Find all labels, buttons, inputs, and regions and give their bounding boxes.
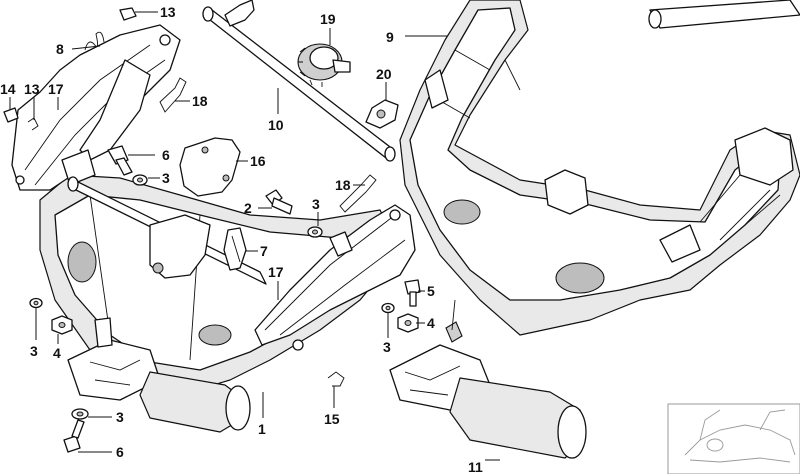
callout-4-right: 4 <box>427 315 435 331</box>
callout-7: 7 <box>260 243 268 259</box>
gear-part-19 <box>297 43 351 87</box>
hinge-arm-left <box>11 24 181 191</box>
pin-part-18b <box>339 174 377 213</box>
motor-left <box>67 317 251 433</box>
callout-18-top: 18 <box>192 93 208 109</box>
washer-part-3d <box>29 297 43 309</box>
cover-part-16 <box>179 137 241 197</box>
washer-part-3e <box>71 408 89 420</box>
callout-18-center: 18 <box>335 177 351 193</box>
callout-13-left: 13 <box>24 81 40 97</box>
motor-part-11 <box>389 299 587 459</box>
clip-part-13b <box>27 117 39 131</box>
callout-15: 15 <box>324 411 340 427</box>
rod-part-10 <box>202 6 396 162</box>
callout-17-right: 17 <box>268 264 284 280</box>
washer-part-3b <box>307 226 323 238</box>
callout-13-top: 13 <box>160 4 176 20</box>
callout-3-right: 3 <box>383 339 391 355</box>
callout-19: 19 <box>320 11 336 27</box>
callout-16: 16 <box>250 153 266 169</box>
callout-3-left: 3 <box>30 343 38 359</box>
bolt-part-2 <box>265 189 293 215</box>
pin-part-14 <box>3 107 19 123</box>
callout-3-bottom: 3 <box>116 409 124 425</box>
clip-part-15 <box>327 371 345 387</box>
frame-part-9 <box>399 0 800 336</box>
nut-part-4a <box>397 313 419 333</box>
bolt-part-5 <box>404 279 421 307</box>
callout-3-center: 3 <box>312 196 320 212</box>
callout-10: 10 <box>268 117 284 133</box>
bolt-part-6b <box>63 419 85 453</box>
washer-part-3a <box>132 174 148 186</box>
callout-2: 2 <box>244 200 252 216</box>
callout-8: 8 <box>56 41 64 57</box>
callout-14: 14 <box>0 81 16 97</box>
spring-part-8 <box>84 31 105 51</box>
callout-labels: 13 8 19 9 14 13 17 20 18 10 6 16 3 18 2 … <box>0 4 483 474</box>
callout-6-bottom: 6 <box>116 444 124 460</box>
clip-part-13a <box>119 7 137 21</box>
callout-4-left: 4 <box>53 345 61 361</box>
inset-thumbnail <box>667 403 800 474</box>
callout-9: 9 <box>386 29 394 45</box>
callout-5: 5 <box>427 283 435 299</box>
washer-part-3c <box>381 302 395 314</box>
pin-part-18a <box>159 77 187 113</box>
callout-6-top: 6 <box>162 147 170 163</box>
crossbar <box>67 176 267 285</box>
hook-part <box>224 0 255 27</box>
callout-3-upper: 3 <box>162 170 170 186</box>
bracket-part-20 <box>365 99 399 129</box>
callout-20: 20 <box>376 66 392 82</box>
bolt-part-6a <box>107 145 133 176</box>
clip-part-7 <box>223 227 247 271</box>
hinge-arm-right-part-17 <box>254 204 416 351</box>
callout-11: 11 <box>468 459 483 474</box>
nut-part-4b <box>51 315 73 335</box>
callout-1: 1 <box>258 421 266 437</box>
callout-17-left: 17 <box>48 81 64 97</box>
leader-lines <box>9 11 500 461</box>
